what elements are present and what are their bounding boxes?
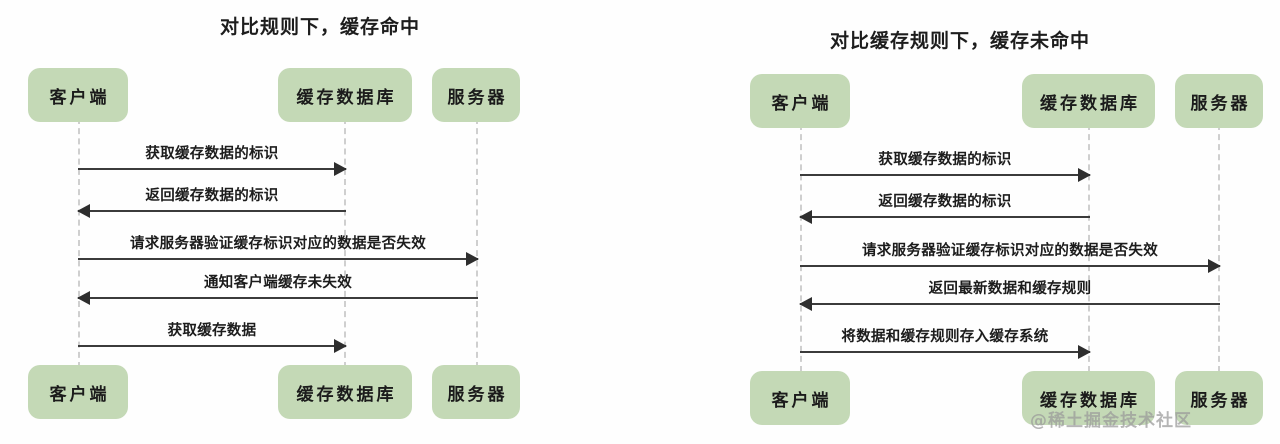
lifeline-client [78, 118, 80, 368]
message-label: 返回缓存数据的标识 [878, 194, 1012, 210]
arrow-line [78, 258, 478, 260]
message-label: 通知客户端缓存未失效 [204, 275, 352, 291]
message-label: 将数据和缓存规则存入缓存系统 [841, 329, 1049, 345]
arrow-head-left-icon [77, 291, 90, 305]
arrow-line [800, 303, 1220, 305]
page-title: 对比规则下，缓存命中 [219, 16, 420, 38]
arrow-line [78, 297, 478, 299]
actor-client-top: 客户端 [750, 74, 850, 128]
arrow-head-right-icon [1078, 345, 1091, 359]
arrow-line [78, 345, 346, 347]
message-label: 获取缓存数据的标识 [878, 152, 1012, 168]
actor-server-bottom: 服务器 [432, 365, 520, 419]
arrow-head-left-icon [799, 210, 812, 224]
arrow-head-right-icon [334, 339, 347, 353]
message-label: 获取缓存数据 [167, 323, 257, 339]
sequence-diagram-cache-hit: 对比规则下，缓存命中 客户端 缓存数据库 服务器 获取缓存数据的标识 返回缓存数… [28, 16, 520, 419]
arrow-line [800, 265, 1220, 267]
arrow-head-left-icon [799, 297, 812, 311]
lifeline-server [476, 118, 478, 368]
arrow-head-right-icon [1208, 259, 1221, 273]
message-label: 请求服务器验证缓存标识对应的数据是否失效 [862, 243, 1158, 259]
actor-cachedb-top: 缓存数据库 [278, 68, 412, 122]
page-title: 对比缓存规则下，缓存未命中 [829, 30, 1090, 52]
sequence-diagram-cache-miss: 对比缓存规则下，缓存未命中 客户端 缓存数据库 服务器 获取缓存数据的标识 返回… [640, 0, 1280, 444]
lifeline-server [1218, 124, 1220, 372]
actor-cachedb-bottom: 缓存数据库 [278, 365, 412, 419]
message-label: 获取缓存数据的标识 [145, 146, 279, 162]
actor-server-top: 服务器 [1175, 74, 1263, 128]
actor-client-bottom: 客户端 [750, 371, 850, 425]
actor-cachedb-top: 缓存数据库 [1022, 74, 1155, 128]
arrow-line [78, 168, 346, 170]
actor-cachedb-bottom: 缓存数据库 [1022, 371, 1155, 425]
message-label: 返回最新数据和缓存规则 [928, 281, 1092, 297]
arrow-head-right-icon [1078, 168, 1091, 182]
arrow-head-left-icon [77, 204, 90, 218]
arrow-line [78, 210, 346, 212]
arrow-head-right-icon [466, 252, 479, 266]
actor-client-bottom: 客户端 [28, 365, 128, 419]
actor-client-top: 客户端 [28, 68, 128, 122]
arrow-line [800, 351, 1090, 353]
arrow-line [800, 174, 1090, 176]
actor-server-top: 服务器 [432, 68, 520, 122]
message-label: 请求服务器验证缓存标识对应的数据是否失效 [130, 236, 426, 252]
watermark: @稀土掘金技术社区 [1030, 411, 1192, 431]
message-label: 返回缓存数据的标识 [145, 188, 279, 204]
actor-server-bottom: 服务器 [1175, 371, 1263, 425]
lifeline-cachedb [1088, 124, 1090, 372]
lifeline-cachedb [344, 118, 346, 368]
arrow-head-right-icon [334, 162, 347, 176]
arrow-line [800, 216, 1090, 218]
lifeline-client [800, 124, 802, 372]
